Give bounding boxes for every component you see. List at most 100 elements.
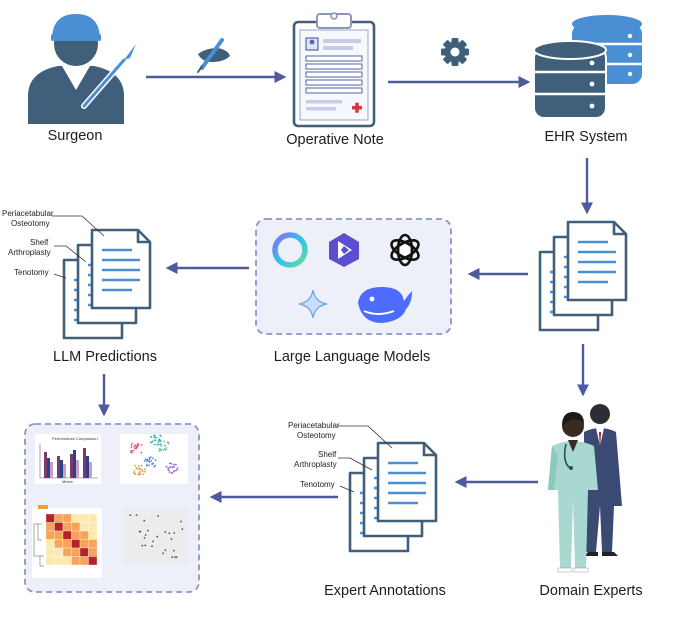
cluster-point (140, 465, 143, 467)
deepseek-whale-icon (358, 287, 412, 323)
heatmap-cell (45, 522, 55, 532)
heatmap-cell (71, 539, 81, 549)
cluster-point (172, 466, 175, 468)
cluster-point (168, 471, 171, 473)
scatter-point (174, 556, 176, 558)
scatter-point (181, 528, 184, 530)
scatter-point (175, 556, 178, 558)
heatmap-cell (88, 513, 98, 523)
heatmap-cell (88, 530, 98, 540)
pred-label-tenotomy: Tenotomy (14, 268, 49, 277)
scatter-point (180, 520, 183, 523)
label-surgeon: Surgeon (47, 128, 103, 144)
heatmap-cell (45, 539, 55, 549)
cluster-point (141, 469, 143, 471)
cluster-point (159, 439, 162, 442)
label-ehr-system: EHR System (544, 129, 628, 145)
cluster-point (154, 459, 157, 462)
cluster-point (174, 469, 176, 472)
cluster-point (153, 443, 156, 446)
prediction-documents-icon (64, 230, 150, 338)
heatmap-cell (79, 547, 89, 557)
scatter-point (162, 552, 165, 555)
scatter-point (144, 534, 147, 536)
heatmap-cell (54, 539, 64, 549)
ann-label-periacetabular-1: Periacetabular (288, 421, 340, 430)
scatter-point (171, 556, 174, 558)
heatmap-cell (45, 513, 55, 523)
cluster-point (150, 441, 153, 444)
cluster-point (138, 473, 141, 476)
scatter-point (156, 535, 159, 538)
heatmap-cell (62, 556, 72, 566)
cluster-point (165, 448, 167, 451)
pen-hand-icon (197, 38, 230, 73)
heatmap-cell (54, 530, 64, 540)
cluster-point (134, 444, 137, 447)
openai-logo-icon (390, 233, 420, 267)
cluster-point (150, 436, 152, 438)
annotation-leader-lines (338, 425, 393, 493)
label-domain-experts: Domain Experts (539, 583, 643, 599)
cluster-point (151, 463, 154, 466)
cluster-point (170, 472, 173, 474)
scatter-point (144, 544, 147, 547)
cluster-point (150, 460, 153, 462)
cluster-point (168, 462, 171, 465)
cluster-point (135, 447, 138, 449)
scatter-point (143, 519, 146, 522)
cluster-point (143, 460, 146, 462)
scatter-point (168, 532, 171, 535)
scatter-point (139, 530, 142, 533)
cluster-point (135, 445, 138, 448)
cluster-point (140, 444, 143, 446)
cluster-point (156, 443, 159, 446)
cluster-point (157, 443, 160, 446)
cluster-point (159, 443, 162, 446)
scatter-point (157, 515, 160, 517)
pred-label-shelf-1: Shelf (30, 238, 49, 247)
domain-experts-icon (548, 404, 622, 573)
cluster-point (130, 444, 133, 447)
cluster-point (159, 448, 162, 451)
mini-chart-xlabel: Metric (62, 479, 73, 484)
cluster-point (149, 456, 152, 459)
cluster-point (130, 449, 133, 452)
cluster-point (144, 470, 146, 473)
cluster-point (176, 467, 179, 469)
cluster-point (146, 463, 149, 466)
prediction-leader-lines (52, 215, 105, 279)
cluster-point (133, 470, 136, 472)
heatmap-cell (45, 556, 55, 566)
cluster-point (133, 445, 136, 448)
cluster-point (131, 442, 134, 445)
qwen-logo-icon (329, 233, 359, 267)
heatmap-cell (54, 556, 64, 566)
cluster-point (139, 471, 141, 473)
heatmap-cell (88, 556, 98, 566)
cluster-point (163, 448, 166, 451)
mini-heatmap (32, 505, 102, 578)
scatter-point (152, 540, 154, 543)
cluster-point (143, 468, 146, 471)
ann-label-shelf-1: Shelf (318, 450, 337, 459)
cluster-point (166, 441, 169, 444)
heatmap-cell (88, 547, 98, 557)
pred-label-periacetabular-2: Osteotomy (11, 219, 50, 228)
cluster-point (172, 470, 175, 473)
heatmap-cell (79, 522, 89, 532)
mini-scatter-plot (124, 510, 188, 562)
cluster-point (173, 463, 176, 466)
surgeon-icon (28, 14, 136, 124)
cluster-point (148, 460, 151, 463)
heatmap-cell (62, 530, 72, 540)
heatmap-cell (88, 539, 98, 549)
gemini-sparkle-icon (298, 289, 328, 319)
scatter-point (141, 544, 144, 547)
cluster-point (132, 449, 135, 452)
mini-bar-chart: Performance Comparison Metric (35, 434, 101, 484)
heatmap-cell (54, 513, 64, 523)
cluster-point (160, 445, 163, 447)
heatmap-cell (79, 539, 89, 549)
